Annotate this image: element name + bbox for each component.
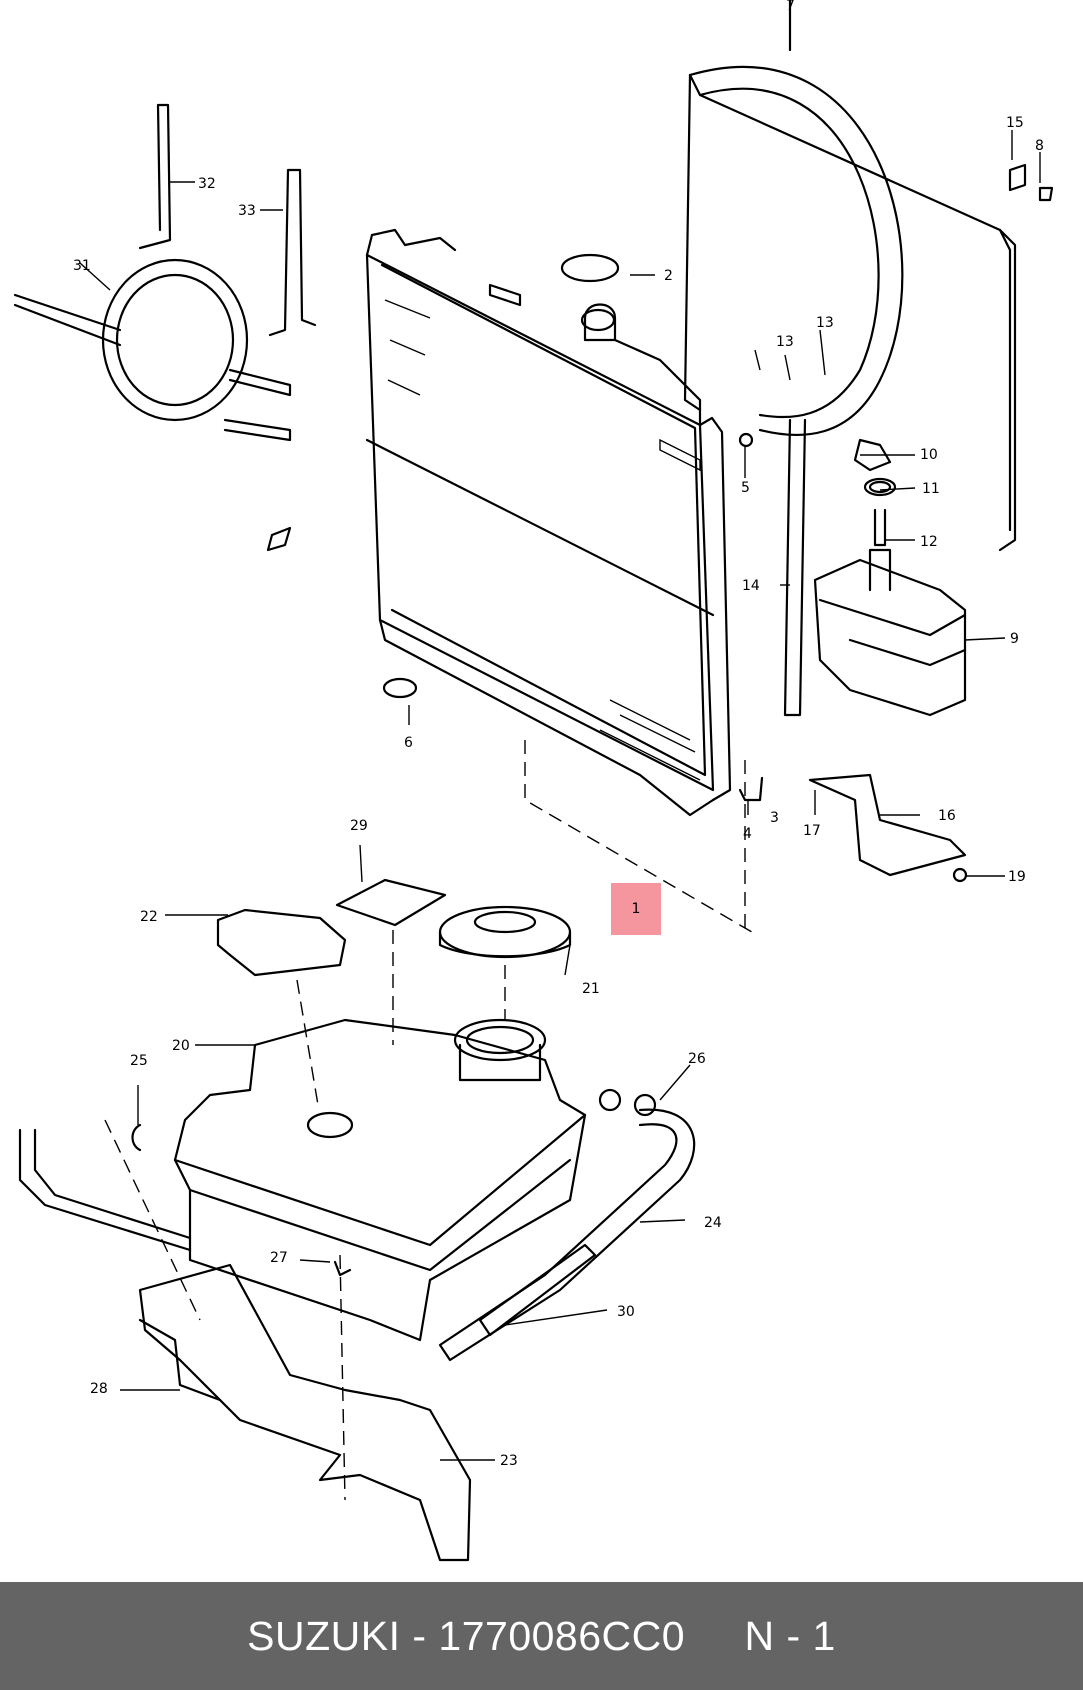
label-33: 33: [238, 203, 256, 219]
label-2: 2: [664, 268, 673, 284]
label-28: 28: [90, 1381, 108, 1397]
label-12: 12: [920, 534, 938, 550]
brackets-32-33: [138, 103, 317, 337]
label-3: 3: [770, 810, 779, 826]
label-8: 8: [1035, 138, 1044, 154]
label-24: 24: [704, 1215, 722, 1231]
label-13a: 13: [816, 315, 834, 331]
dashed-leaders: [104, 740, 758, 1501]
footer-bar: SUZUKI - 1770086CC0 N - 1: [0, 1582, 1083, 1690]
coolant-tank: [18, 1018, 696, 1562]
label-17: 17: [803, 823, 821, 839]
label-22: 22: [140, 909, 158, 925]
label-15: 15: [1006, 115, 1024, 131]
label-26: 26: [688, 1051, 706, 1067]
label-29: 29: [350, 818, 368, 834]
label-10: 10: [920, 447, 938, 463]
label-9: 9: [1010, 631, 1019, 647]
highlight-box: [611, 883, 661, 935]
label-19: 19: [1008, 869, 1026, 885]
leader-lines: [79, 130, 1041, 1461]
label-11: 11: [922, 481, 940, 497]
label-6: 6: [404, 735, 413, 751]
caps: [216, 253, 620, 977]
label-21: 21: [582, 981, 600, 997]
label-23: 23: [500, 1453, 518, 1469]
reservoir-upper: [783, 418, 967, 717]
label-7: 7: [786, 0, 795, 14]
fan-shroud: [683, 0, 1017, 552]
label-30: 30: [617, 1304, 635, 1320]
radiator: [365, 228, 732, 817]
label-14: 14: [742, 578, 760, 594]
footer-text: SUZUKI - 1770086CC0 N - 1: [247, 1612, 836, 1659]
label-27: 27: [270, 1250, 288, 1266]
small-parts: [131, 163, 1054, 1277]
label-5: 5: [741, 480, 750, 496]
label-25: 25: [130, 1053, 148, 1069]
fan-ring: [13, 258, 292, 442]
parts-diagram: 1 2 3 4 5 6 7 8 9 10 11 12 13 13 14 15 1…: [13, 0, 1054, 1562]
label-4: 4: [743, 826, 752, 842]
label-20: 20: [172, 1038, 190, 1054]
part-labels: 1 2 3 4 5 6 7 8 9 10 11 12 13 13 14 15 1…: [73, 0, 1044, 1469]
label-13b: 13: [776, 334, 794, 350]
label-31: 31: [73, 258, 91, 274]
label-16: 16: [938, 808, 956, 824]
label-1: 1: [632, 901, 641, 917]
label-32: 32: [198, 176, 216, 192]
